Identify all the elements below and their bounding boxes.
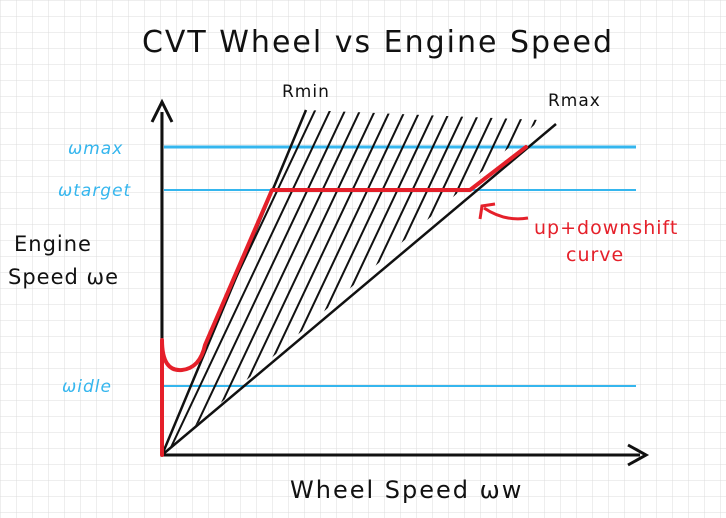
- r-min-label: Rmin: [282, 82, 330, 102]
- annotation-line1: up+downshift: [534, 217, 678, 239]
- omega-idle-label: ωidle: [62, 377, 112, 397]
- y-axis-label-line2: Speed ωe: [8, 265, 119, 289]
- hatch-stroke: [179, 110, 351, 455]
- annotation-line2: curve: [566, 244, 624, 266]
- omega-target-label: ωtarget: [58, 181, 132, 201]
- diagram-title: CVT Wheel vs Engine Speed: [142, 25, 614, 60]
- shift-curve: [160, 145, 528, 457]
- x-axis-label: Wheel Speed ωw: [290, 476, 523, 504]
- y-axis-label-line1: Engine: [14, 232, 92, 256]
- r-max-line: [161, 123, 557, 456]
- omega-max-label: ωmax: [68, 139, 123, 159]
- annotation-arrow-head: [478, 202, 496, 220]
- hatch-stroke: [194, 110, 366, 455]
- hatch-stroke: [164, 110, 336, 455]
- x-axis-arrow: [627, 443, 650, 467]
- annotation-arrow-shaft: [483, 206, 529, 221]
- r-max-label: Rmax: [548, 91, 601, 111]
- y-axis-arrow: [150, 98, 174, 123]
